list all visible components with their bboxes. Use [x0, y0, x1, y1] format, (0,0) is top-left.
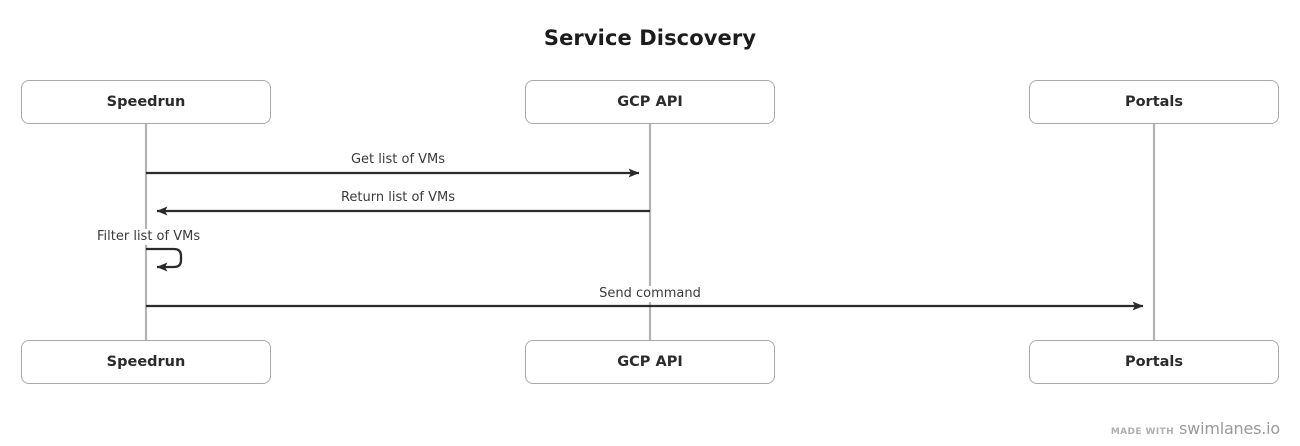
participant-box-speedrun-bottom[interactable]: Speedrun — [21, 340, 271, 384]
message-label-filter-list-of-vms: Filter list of VMs — [91, 229, 207, 245]
participant-box-portals-bottom[interactable]: Portals — [1029, 340, 1279, 384]
footer-brand-label: swimlanes.io — [1179, 419, 1280, 438]
participant-label-portals-bottom: Portals — [1124, 354, 1184, 370]
participant-label-speedrun-bottom: Speedrun — [106, 354, 186, 370]
participant-box-gcp-api-bottom[interactable]: GCP API — [525, 340, 775, 384]
participant-label-speedrun: Speedrun — [106, 94, 186, 110]
lifelines — [144, 124, 1156, 340]
message-label-get-list-of-vms: Get list of VMs — [344, 152, 452, 168]
participant-box-gcp-api-top[interactable]: GCP API — [525, 80, 775, 124]
participant-box-portals-top[interactable]: Portals — [1029, 80, 1279, 124]
footer-made-with-label: Made with — [1110, 427, 1175, 437]
footer-watermark[interactable]: Made with swimlanes.io — [1111, 419, 1280, 438]
participant-box-speedrun-top[interactable]: Speedrun — [21, 80, 271, 124]
message-arrow-filter-list-of-vms — [146, 247, 183, 272]
message-label-send-command: Send command — [593, 286, 707, 302]
message-label-return-list-of-vms: Return list of VMs — [334, 190, 462, 206]
participant-label-portals: Portals — [1124, 94, 1184, 110]
page-title: Service Discovery — [543, 26, 757, 50]
participant-label-gcp-api: GCP API — [617, 94, 683, 110]
participant-label-gcp-api-bottom: GCP API — [617, 354, 683, 370]
